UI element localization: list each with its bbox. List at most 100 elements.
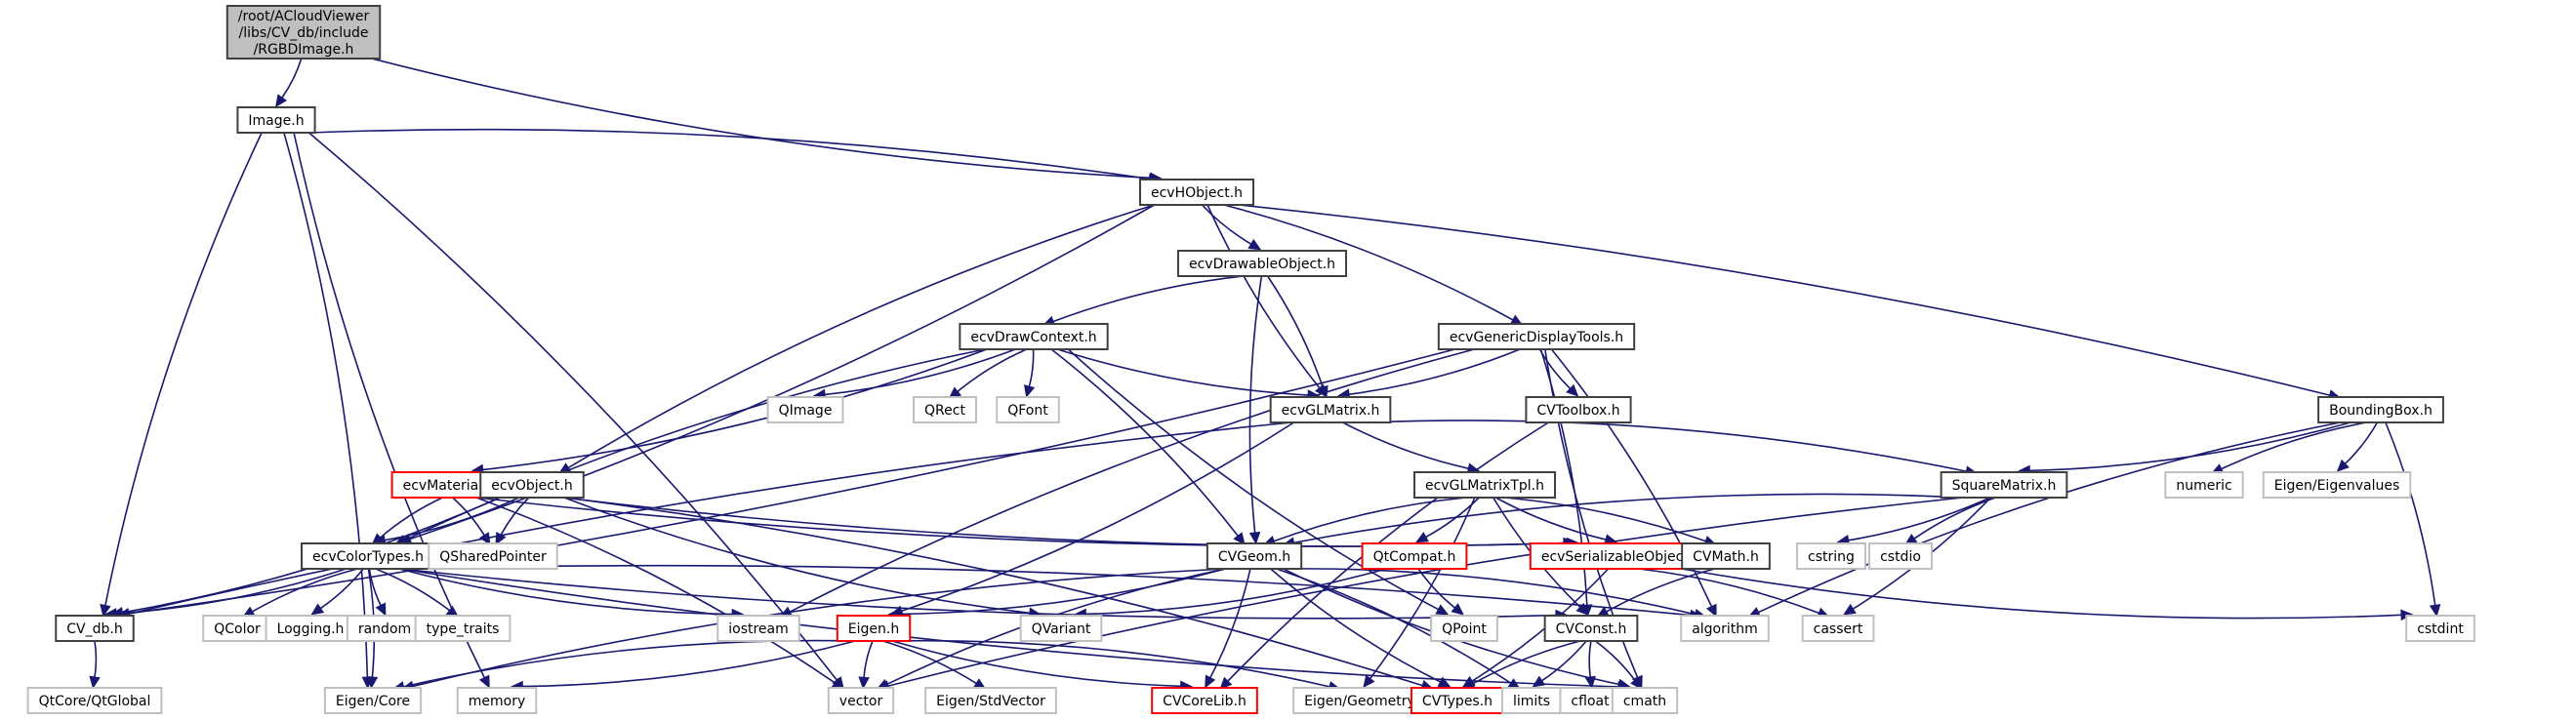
arrowhead-qsharedpointer [478,532,491,545]
node-box [1437,323,1636,350]
edge-qtcompat_h-to-qpoint [1417,568,1455,609]
edge-ecvserializableobject_h-to-cvtypes_h [1471,568,1610,682]
arrowhead-qpoint [1451,603,1464,616]
node-ecvcolortypes-h[interactable]: ecvColorTypes.h [301,542,435,570]
node-box [414,615,511,642]
node-label: Eigen/Core [336,694,410,709]
node-ecvhobject-h[interactable]: ecvHObject.h [1138,179,1255,206]
node-squarematrix-h[interactable]: SquareMatrix.h [1940,471,2068,499]
node-box [996,396,1060,423]
node-label: BoundingBox.h [2329,403,2433,419]
node-cvgeom-h[interactable]: CVGeom.h [1206,542,1303,570]
edge-ecvdrawcontext_h-to-qrect [957,348,1028,392]
edge-ecvglmatrix_h-to-cv_db_h [128,421,1292,615]
edge-ecvcolortypes_h-to-qcolor [252,568,358,613]
arrowhead-cvgeom_h [1248,531,1261,545]
node-label: QtCompat.h [1373,549,1456,565]
edge-ecvcolortypes_h-to-algorithm [399,564,1692,617]
node-qtcompat-h[interactable]: QtCompat.h [1361,542,1468,570]
arrowhead-cv_db_h [100,603,111,618]
edge-cvconst_h-to-limits [1541,640,1587,682]
edge-ecvglmatrix_h-to-squarematrix_h [1369,420,1967,472]
edge-ecvhobject_h-to-ecvglmatrix_h [1206,204,1321,389]
node-cvmath-h[interactable]: CVMath.h [1681,542,1771,570]
node-eigen-stdvector: Eigen/StdVector [924,687,1057,714]
node-iostream: iostream [716,615,800,642]
node-box [827,687,895,714]
node-logging-h: Logging.h [265,615,356,642]
edge-image_h-to-cv_db_h [104,132,263,606]
node-ecvglmatrixtpl-h[interactable]: ecvGLMatrixTpl.h [1413,471,1556,499]
node-cvtypes-h[interactable]: CVTypes.h [1410,687,1505,714]
edge-ecvgenericdisplaytools_h-to-iostream [789,348,1475,613]
edge-ecvgenericdisplaytools_h-to-ecvglmatrix_h [1348,348,1521,395]
arrowhead-cvcorelib_h [1219,676,1233,690]
node-box [1559,687,1621,714]
node-ecvmaterial-h[interactable]: ecvMaterial.h [390,471,508,499]
node-box [924,687,1057,714]
edge-eigen_h-to-eigen_stdvector [882,640,977,685]
node-label: ecvDrawableObject.h [1189,257,1335,272]
node-label: CV_db.h [66,621,122,637]
arrowhead-cfloat [1584,675,1596,690]
arrowhead-eigen_core [366,675,379,690]
node-box [1940,471,2068,499]
arrowhead-eigen_geometry [1363,674,1375,689]
node-algorithm: algorithm [1680,615,1770,642]
edge-eigen_h-to-eigen_geometry [891,639,1330,688]
node-ecvdrawcontext-h[interactable]: ecvDrawContext.h [959,323,1109,350]
node-image-h[interactable]: Image.h [236,106,316,134]
node-label: memory [469,694,526,709]
node-qrect: QRect [913,396,977,423]
edge-eigen_h-to-vector [863,640,874,678]
edge-ecvhobject_h-to-ecvgenericdisplaytools_h [1223,204,1514,321]
node-root[interactable]: /root/ACloudViewer/libs/CV_db/include/RG… [225,5,382,60]
node-ecvglmatrix-h[interactable]: ecvGLMatrix.h [1269,396,1392,423]
edge-ecvcolortypes_h-to-cv_db_h [115,568,347,615]
node-box [1680,615,1770,642]
node-ecvdrawableobject-h[interactable]: ecvDrawableObject.h [1176,250,1348,277]
edge-ecvhobject_h-to-ecvdrawableobject_h [1201,204,1252,245]
node-label: QFont [1007,403,1048,419]
node-box [2262,471,2412,499]
edge-squarematrix_h-to-cvgeom_h [1293,493,1964,544]
node-label: QPoint [1442,621,1487,637]
node-memory: memory [456,687,538,714]
edge-ecvcolortypes_h-to-type_traits [375,568,451,612]
edge-image_h-to-vector [307,132,838,681]
node-cvtoolbox-h[interactable]: CVToolbox.h [1525,396,1632,423]
node-box [1796,542,1866,570]
edge-eigen_h-to-eigen_core [403,639,856,688]
node-box [428,542,558,570]
node-label: CVGeom.h [1218,549,1290,565]
edge-cvgeom_h-to-cvcorelib_h [1209,568,1251,679]
node-box [1292,687,1427,714]
node-cvcorelib-h[interactable]: CVCoreLib.h [1151,687,1258,714]
node-label: QVariant [1032,621,1091,637]
node-label: Eigen/Geometry [1304,694,1415,709]
node-label: CVCoreLib.h [1163,694,1247,709]
node-ecvobject-h[interactable]: ecvObject.h [479,471,585,499]
node-qimage: QImage [766,396,844,423]
node-label: vector [839,694,883,709]
node-label: ecvGenericDisplayTools.h [1450,330,1623,345]
node-boundingbox-h[interactable]: BoundingBox.h [2317,396,2444,423]
node-eigen-h[interactable]: Eigen.h [836,615,912,642]
node-label: ecvHObject.h [1151,185,1243,201]
node-cvconst-h[interactable]: CVConst.h [1543,615,1639,642]
node-ecvgenericdisplaytools-h[interactable]: ecvGenericDisplayTools.h [1437,323,1636,350]
nodes-layer: /root/ACloudViewer/libs/CV_db/include/RG… [26,5,2475,714]
node-numeric: numeric [2164,471,2244,499]
edge-root-to-image_h [281,58,303,99]
arrowhead-logging_h [310,603,325,616]
node-label: QImage [779,403,833,419]
node-cv-db-h[interactable]: CV_db.h [55,615,135,642]
node-label: Eigen/StdVector [936,694,1045,709]
edge-ecvglmatrixtpl_h-to-cvmath_h [1503,497,1706,542]
arrowhead-qsharedpointer [495,532,507,545]
node-vector: vector [827,687,895,714]
node-box [1151,687,1258,714]
node-limits: limits [1500,687,1563,714]
edge-cvgeom_h-to-eigen_core [412,568,1226,688]
edge-ecvserializableobject_h-to-cstdint [1681,568,2402,620]
